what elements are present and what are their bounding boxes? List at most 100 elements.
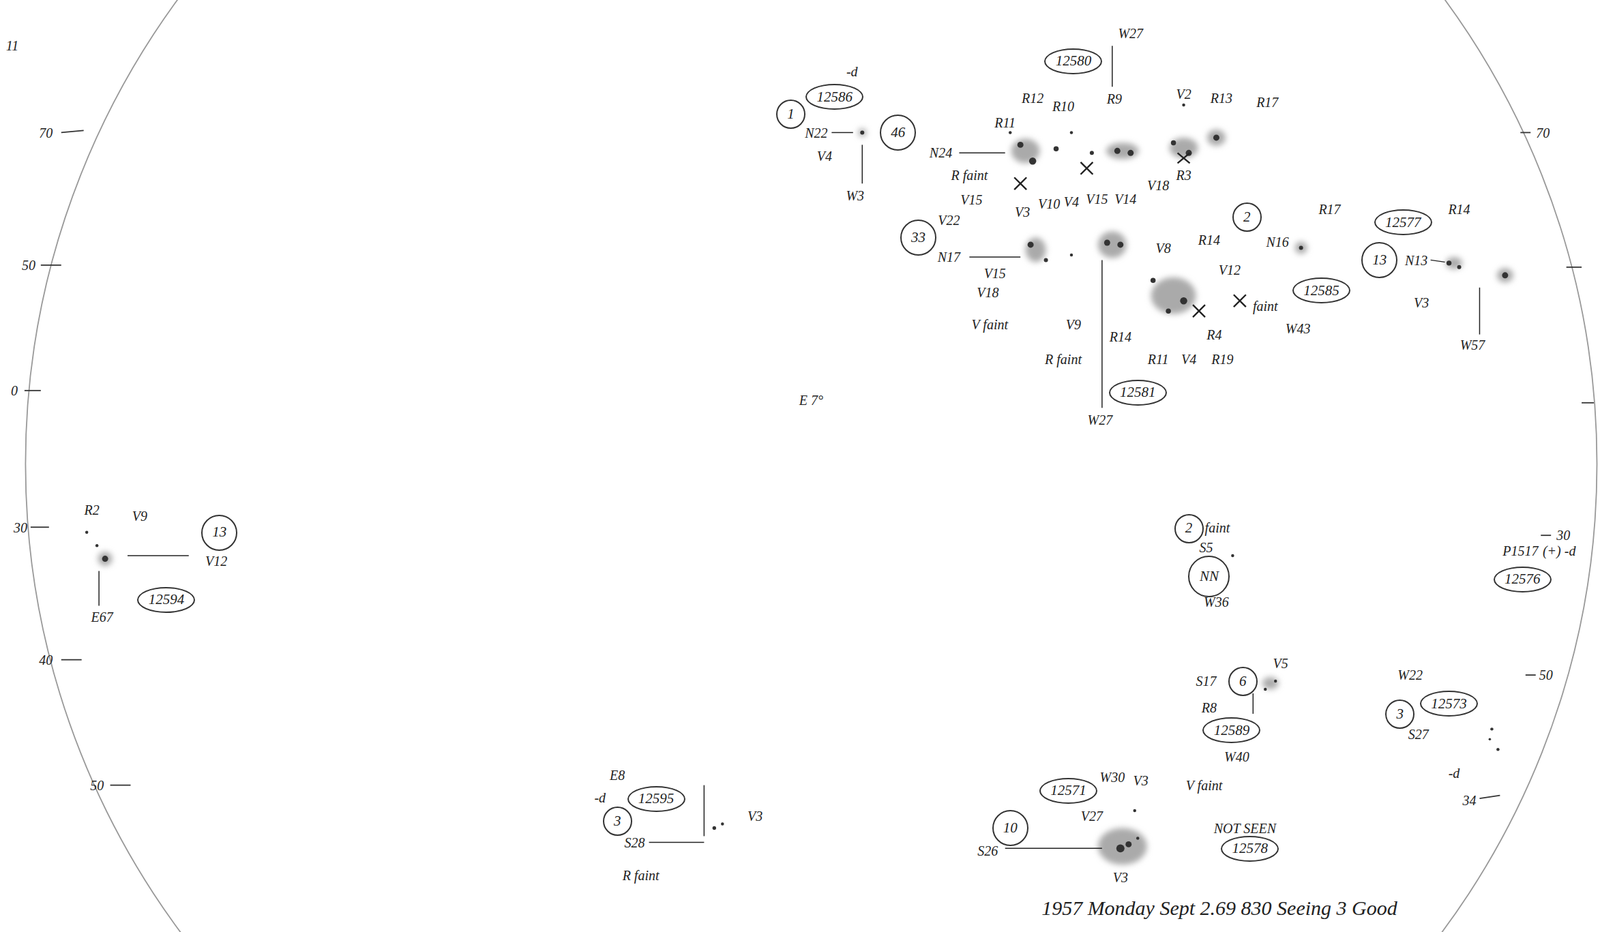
spot-annotation: V18 — [1147, 178, 1169, 194]
solar-limb — [25, 0, 1597, 932]
spot-annotation: W57 — [1460, 337, 1486, 353]
spot-annotation: V12 — [205, 553, 228, 569]
spot-annotation: W27 — [1117, 25, 1144, 41]
region-number: 13 — [212, 524, 227, 541]
spot-annotation: E8 — [609, 767, 625, 783]
region-number: 13 — [1372, 252, 1387, 269]
spot-annotation: V faint — [1186, 778, 1223, 794]
spot-annotation: R14 — [1109, 329, 1132, 345]
region-number-oval: 12581 — [1108, 379, 1167, 406]
spot-annotation: S5 — [1198, 540, 1213, 556]
spot-annotation: S26 — [977, 843, 998, 859]
spot-annotation: E 7° — [799, 392, 824, 408]
region-number: 12577 — [1385, 214, 1422, 231]
spot-annotation: V3 — [747, 808, 763, 824]
region-number: NN — [1199, 568, 1219, 585]
spot-annotation: 50 — [90, 778, 104, 794]
spot-annotation: V4 — [817, 148, 833, 164]
spot-annotation: S27 — [1408, 727, 1429, 743]
spot-annotation: faint — [1205, 520, 1231, 536]
spot-annotation: V9 — [132, 508, 148, 524]
region-number: 12576 — [1504, 571, 1541, 588]
spot-annotation: V14 — [1114, 191, 1137, 207]
spot-annotation: V4 — [1181, 351, 1197, 367]
region-number-oval: 12595 — [627, 786, 686, 813]
region-number: 3 — [613, 813, 622, 830]
spot-annotation: S28 — [624, 835, 646, 851]
spot-annotation: N24 — [929, 145, 953, 161]
spot-annotation: R19 — [1211, 351, 1234, 367]
spot-annotation: V3 — [1413, 295, 1429, 311]
spot-annotation: 40 — [38, 652, 53, 668]
spot-annotation: R9 — [1106, 91, 1122, 107]
spot-annotation: faint — [1252, 298, 1279, 314]
spot-annotation: V27 — [1080, 808, 1103, 824]
sheet-title: 1957 Monday Sept 2.69 830 Seeing 3 Good — [1041, 896, 1398, 921]
spot-annotation: N13 — [1404, 253, 1428, 269]
spot-annotation: 30 — [13, 520, 28, 536]
spot-annotation: R2 — [84, 502, 100, 518]
spot-annotation: W27 — [1087, 412, 1114, 428]
spot-annotation: V4 — [1063, 194, 1079, 210]
region-number-oval: 12576 — [1493, 566, 1552, 593]
spot-annotation: W3 — [845, 188, 865, 204]
region-number-oval: 12577 — [1374, 209, 1433, 236]
region-number-oval: 2 — [1232, 202, 1262, 232]
region-number-oval: 6 — [1228, 667, 1258, 697]
region-number-oval: 1 — [776, 99, 806, 129]
spot-annotation: R14 — [1198, 232, 1221, 248]
spot-annotation: -d — [846, 64, 858, 80]
spot-annotation: N16 — [1266, 234, 1290, 250]
spot-annotation: R4 — [1206, 327, 1222, 343]
spot-annotation: W36 — [1203, 594, 1229, 610]
region-number: 1 — [787, 106, 795, 123]
spot-annotation: R faint — [950, 167, 988, 183]
spot-annotation: W43 — [1285, 321, 1311, 337]
spot-annotation: V15 — [960, 192, 983, 208]
marker-lines — [98, 45, 1480, 849]
region-number: 12595 — [638, 791, 675, 807]
spot-annotation: R10 — [1052, 98, 1075, 114]
region-number-oval: 13 — [1361, 242, 1398, 279]
spot-annotation: 50 — [21, 257, 36, 273]
region-number: 12581 — [1119, 384, 1157, 401]
spot-annotation: 30 — [1556, 527, 1570, 543]
spot-annotation: (+) -d — [1542, 543, 1576, 559]
spot-annotation: 70 — [38, 125, 53, 141]
limb-ticks — [24, 130, 1594, 799]
spot-annotation: R faint — [1044, 351, 1082, 367]
spot-annotation: P1517 — [1502, 543, 1538, 559]
region-number: 12586 — [817, 89, 854, 106]
region-number: 3 — [1396, 706, 1405, 723]
spot-annotation: V15 — [984, 265, 1006, 281]
spot-annotation: V3 — [1014, 204, 1030, 220]
region-number-oval: 3 — [602, 806, 633, 837]
spot-annotation: V3 — [1133, 773, 1149, 789]
sunspots — [85, 103, 1514, 865]
region-number-oval: 12571 — [1039, 778, 1098, 805]
spot-annotation: -d — [1448, 765, 1461, 781]
spot-annotation: 50 — [1539, 667, 1553, 683]
region-number-oval: NN — [1188, 555, 1230, 598]
spot-annotation: 11 — [6, 38, 20, 54]
region-number-oval: 12589 — [1202, 717, 1261, 744]
spot-annotation: R12 — [1021, 90, 1044, 106]
region-number-oval: 13 — [201, 514, 238, 552]
spot-annotation: -d — [594, 790, 606, 806]
spot-annotation: W40 — [1224, 749, 1250, 765]
spot-annotation: 70 — [1535, 125, 1550, 141]
spot-annotation: V12 — [1218, 262, 1241, 278]
spot-annotation: V9 — [1065, 317, 1081, 333]
spot-annotation: E67 — [91, 609, 114, 625]
spot-annotation: R3 — [1175, 167, 1191, 183]
spot-annotation: N17 — [937, 249, 961, 265]
spot-annotation: V5 — [1273, 656, 1289, 672]
region-number: 12585 — [1303, 283, 1340, 299]
region-number-oval: 3 — [1385, 699, 1415, 730]
spot-annotation: V2 — [1175, 86, 1191, 102]
region-number: 2 — [1185, 520, 1193, 537]
region-number-oval: 12580 — [1044, 48, 1103, 75]
spot-annotation: W22 — [1397, 667, 1423, 683]
spot-annotation: R11 — [994, 115, 1016, 131]
